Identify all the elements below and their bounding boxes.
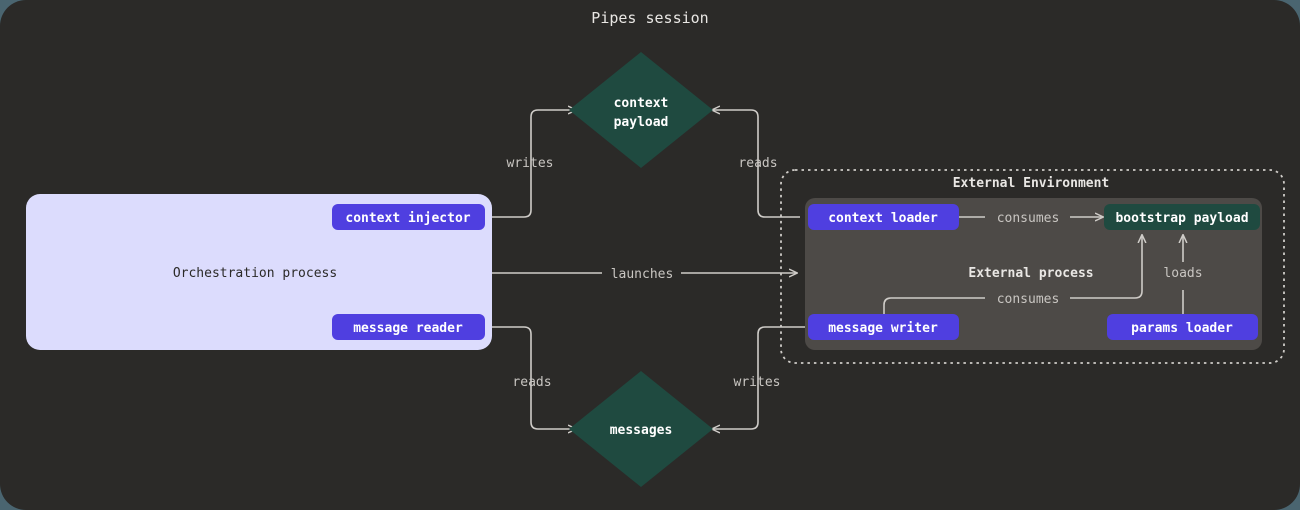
external-environment-label: External Environment [953,176,1110,191]
edge-consumes-writer-a [883,297,985,314]
messages-diamond [569,371,713,487]
messages-label: messages [610,423,673,438]
message-reader-label: message reader [353,321,463,336]
node-bootstrap-payload[interactable]: bootstrap payload [1104,204,1260,230]
edge-label-launches: launches [611,267,674,282]
context-payload-label-line2: payload [614,115,669,130]
edge-label-loads: loads [1163,266,1202,281]
edge-consumes-writer-b [1070,235,1142,299]
node-params-loader[interactable]: params loader [1107,314,1258,340]
page-title: Pipes session [591,9,708,27]
external-process-label: External process [968,266,1093,281]
bootstrap-payload-label: bootstrap payload [1115,211,1248,226]
orchestration-process-label: Orchestration process [173,266,337,281]
context-loader-label: context loader [828,211,938,226]
external-process-group [805,198,1262,350]
context-payload-label-line1: context [614,96,669,111]
edge-label-reads-context: reads [738,156,777,171]
node-context-payload[interactable]: context payload [569,52,713,168]
edge-label-consumes-context: consumes [997,211,1060,226]
edge-label-consumes-writer: consumes [997,292,1060,307]
edge-writes-messages [712,326,805,429]
context-payload-diamond [569,52,713,168]
edge-label-reads-messages: reads [512,375,551,390]
node-message-writer[interactable]: message writer [808,314,959,340]
edge-reads-context [712,110,800,218]
node-context-injector[interactable]: context injector [332,204,485,230]
edge-label-writes-context: writes [507,156,554,171]
node-messages[interactable]: messages [569,371,713,487]
message-writer-label: message writer [828,321,938,336]
params-loader-label: params loader [1131,321,1233,336]
edge-reads-messages [492,326,576,429]
edge-writes-context [492,110,576,218]
context-injector-label: context injector [345,211,470,226]
node-context-loader[interactable]: context loader [808,204,959,230]
external-environment-group [780,169,1285,364]
edge-label-writes-messages: writes [734,375,781,390]
orchestration-process-group [26,194,492,350]
node-message-reader[interactable]: message reader [332,314,485,340]
